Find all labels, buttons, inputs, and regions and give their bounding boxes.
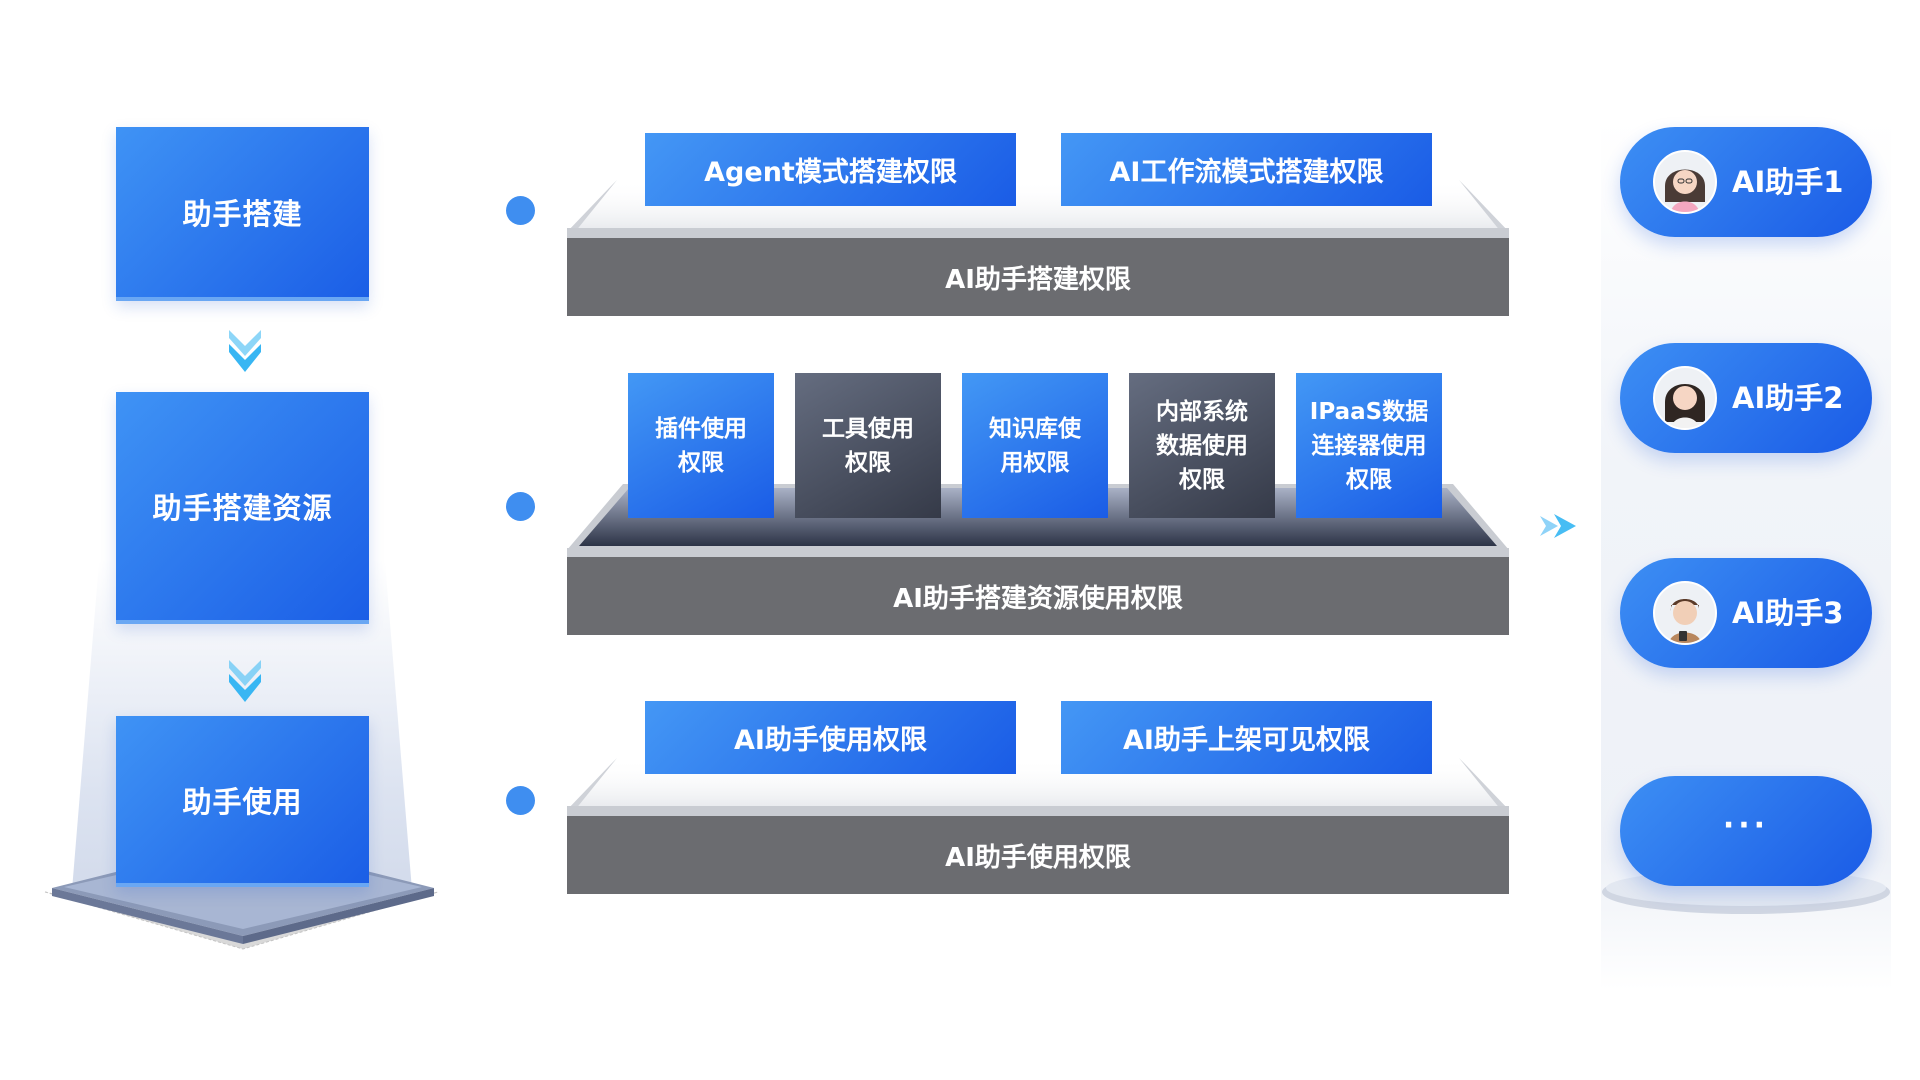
layer-base-label: AI助手搭建权限 xyxy=(945,264,1131,295)
male-avatar-icon xyxy=(1653,581,1717,645)
chevron-right-icon xyxy=(1540,514,1576,538)
tile-label: 内部系统数据使用权限 xyxy=(1156,398,1248,493)
step-assistant-usage: 助手使用 xyxy=(116,716,369,887)
tile-label: IPaaS数据连接器使用权限 xyxy=(1309,398,1429,493)
step-label: 助手搭建 xyxy=(182,197,303,231)
step-assistant-build: 助手搭建 xyxy=(116,127,369,301)
permission-assistant-usage: AI助手使用权限 xyxy=(645,701,1016,774)
permission-ai-workflow-build: AI工作流模式搭建权限 xyxy=(1061,133,1432,206)
permission-label: AI工作流模式搭建权限 xyxy=(1109,157,1384,188)
more-ellipsis: ··· xyxy=(1722,808,1770,843)
layer-base-label: AI助手使用权限 xyxy=(945,842,1131,873)
permission-label: Agent模式搭建权限 xyxy=(704,157,957,188)
tile-label: 工具使用权限 xyxy=(822,415,914,476)
assistant-card-1: AI助手1 xyxy=(1620,127,1872,237)
tile-plugin-usage: 插件使用权限 xyxy=(628,373,774,518)
permission-agent-mode-build: Agent模式搭建权限 xyxy=(645,133,1016,206)
layer-base-build: AI助手搭建权限 xyxy=(567,238,1509,316)
tile-knowledge-base-usage: 知识库使用权限 xyxy=(962,373,1108,518)
tile-internal-data-usage: 内部系统数据使用权限 xyxy=(1129,373,1275,518)
layer-marker-dot xyxy=(506,196,535,225)
step-label: 助手搭建资源 xyxy=(152,491,333,525)
chevron-down-icon xyxy=(229,330,261,372)
step-label: 助手使用 xyxy=(182,784,303,819)
layer-base-usage: AI助手使用权限 xyxy=(567,816,1509,894)
assistant-name: AI助手3 xyxy=(1732,596,1844,630)
permission-assistant-listing-visibility: AI助手上架可见权限 xyxy=(1061,701,1432,774)
step-assistant-build-resources: 助手搭建资源 xyxy=(116,392,369,624)
female-avatar-icon xyxy=(1653,366,1717,430)
permission-label: AI助手上架可见权限 xyxy=(1123,725,1370,756)
layer-marker-dot xyxy=(506,492,535,521)
tile-ipaas-connector-usage: IPaaS数据连接器使用权限 xyxy=(1296,373,1442,518)
tile-tool-usage: 工具使用权限 xyxy=(795,373,941,518)
tile-label: 知识库使用权限 xyxy=(989,415,1081,476)
assistant-card-more: ··· xyxy=(1620,776,1872,886)
female-avatar-icon xyxy=(1653,150,1717,214)
assistant-card-3: AI助手3 xyxy=(1620,558,1872,668)
layer-marker-dot xyxy=(506,786,535,815)
chevron-down-icon xyxy=(229,660,261,702)
assistant-name: AI助手2 xyxy=(1732,381,1844,415)
tile-label: 插件使用权限 xyxy=(655,415,747,476)
assistant-name: AI助手1 xyxy=(1732,165,1844,199)
layer-base-resource: AI助手搭建资源使用权限 xyxy=(567,557,1509,635)
assistant-card-2: AI助手2 xyxy=(1620,343,1872,453)
layer-base-label: AI助手搭建资源使用权限 xyxy=(893,583,1183,614)
permission-label: AI助手使用权限 xyxy=(734,725,927,756)
